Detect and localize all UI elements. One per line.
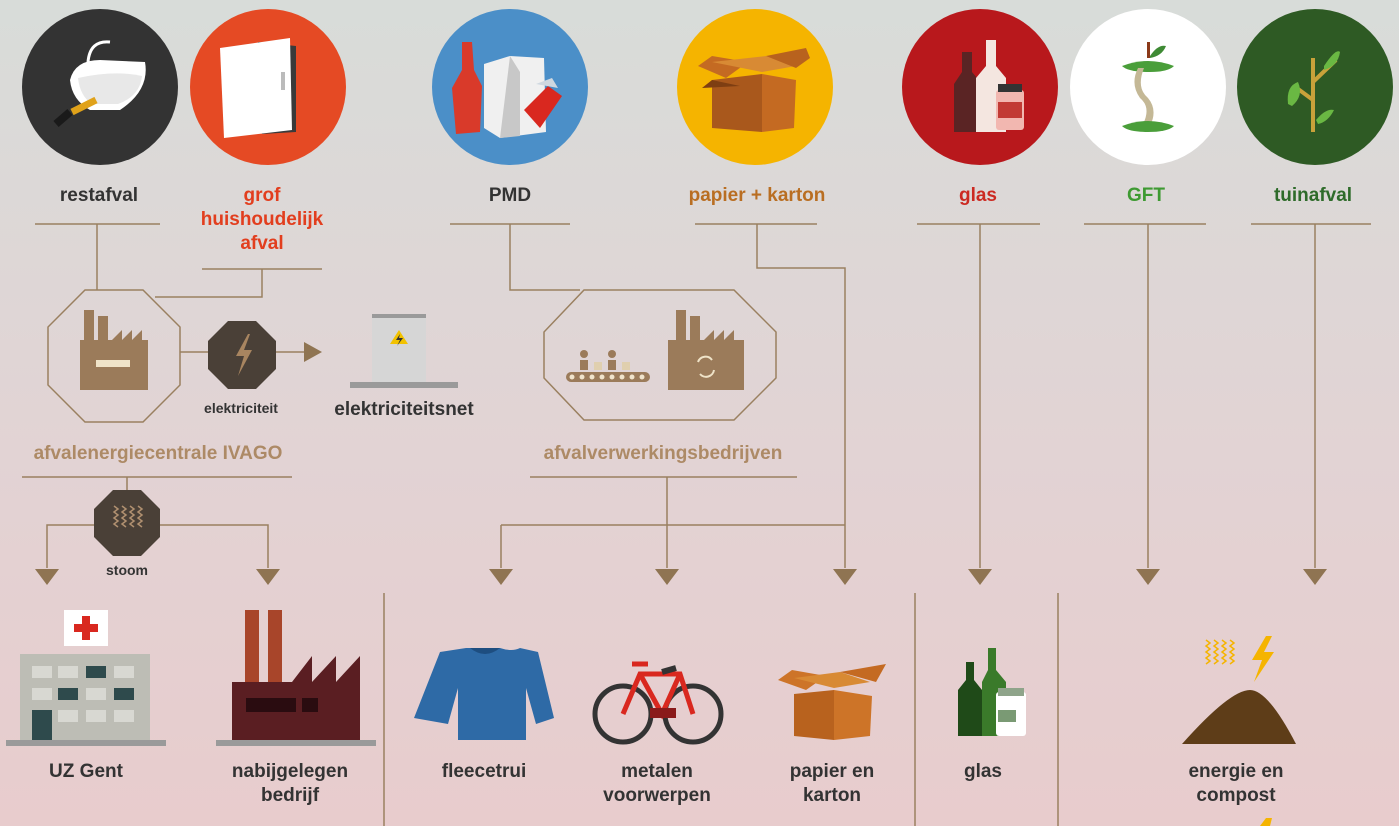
- grof-circle: [190, 9, 346, 165]
- stream-label-restafval: restafval: [59, 185, 139, 206]
- tuinafval-circle: [1237, 9, 1393, 165]
- refrigerator-icon: [220, 38, 296, 138]
- conveyor-icon: [566, 350, 650, 382]
- output-label-glas: glas: [963, 761, 1003, 782]
- bathtub-brush-icon: [53, 40, 146, 128]
- electricity-octagon: [208, 321, 276, 389]
- lightning-icon: [1252, 636, 1274, 682]
- hospital-icon: [6, 610, 166, 746]
- bicycle-icon: [592, 661, 724, 745]
- glass-bottles-icon-output: [958, 648, 1026, 736]
- factory-icon: [80, 310, 148, 390]
- cardboard-box-icon-output: [778, 664, 886, 740]
- output-label-uz-gent: UZ Gent: [49, 761, 123, 782]
- electricity-label: elektriciteit: [204, 400, 278, 416]
- branch-leaves-icon: [1287, 51, 1340, 132]
- heat-icon: [1204, 639, 1236, 665]
- steam-octagon: [94, 490, 160, 556]
- pmd-circle: [432, 9, 588, 165]
- stream-label-grof: grof huishoudelijk afval: [200, 185, 324, 254]
- steam-icon: [112, 505, 144, 528]
- output-label-metalen: metalen voorwerpen: [603, 761, 711, 806]
- recyclers-octagon: [543, 289, 777, 421]
- gft-circle: [1070, 9, 1226, 165]
- glas-circle: [902, 9, 1058, 165]
- output-label-fleecetrui: fleecetrui: [441, 761, 527, 782]
- steam-label: stoom: [106, 562, 148, 578]
- energy-plant-octagon: [47, 289, 181, 423]
- stream-label-tuinafval: tuinafval: [1273, 185, 1353, 206]
- bottles-cans-cartons-icon: [452, 42, 562, 138]
- output-label-papier-karton: papier en karton: [789, 761, 875, 806]
- grid-label: elektriciteitsnet: [334, 399, 474, 420]
- sweater-icon: [414, 648, 554, 740]
- output-label-energie-compost: energie en compost: [1188, 761, 1284, 806]
- stream-label-pmd: PMD: [488, 185, 532, 206]
- stream-label-papier: papier + karton: [688, 185, 826, 206]
- recycling-factory-icon: [668, 310, 744, 390]
- lightning-icon: [236, 334, 252, 376]
- glass-bottles-icon: [954, 40, 1024, 132]
- cardboard-box-icon: [698, 48, 810, 132]
- lightning-icon-partial: [1260, 818, 1272, 826]
- output-label-bedrijf: nabijgelegen bedrijf: [231, 761, 349, 806]
- compost-heap-icon: [1182, 636, 1296, 744]
- factory-icon-output: [216, 610, 376, 746]
- stream-label-glas: glas: [958, 185, 998, 206]
- recyclers-label: afvalverwerkingsbedrijven: [543, 443, 783, 464]
- column-separators: [383, 593, 1059, 826]
- apple-core-icon: [1122, 42, 1174, 132]
- papier-circle: [677, 9, 833, 165]
- energy-plant-label: afvalenergiecentrale IVAGO: [33, 443, 283, 464]
- restafval-circle: [22, 9, 178, 165]
- stream-label-gft: GFT: [1127, 185, 1165, 206]
- connector-lines: [22, 223, 1371, 568]
- grid-cabinet-icon: [350, 314, 458, 388]
- arrow-icons: [35, 342, 1327, 585]
